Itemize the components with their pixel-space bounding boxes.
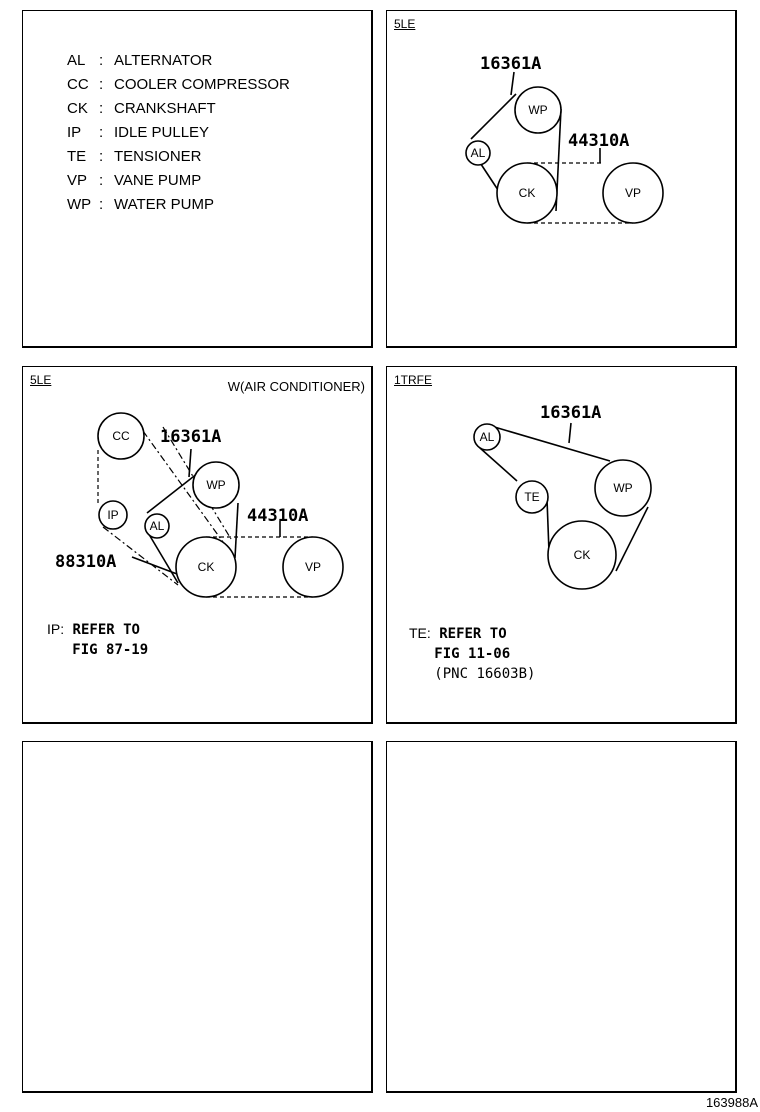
- engine-label: 5LE: [394, 17, 416, 31]
- empty-panel: [386, 741, 737, 1093]
- alternator-pulley: [144, 513, 170, 539]
- belt-segment: [490, 425, 611, 462]
- belt-routing-svg: CC WP IP AL CK VP 16361A 44310A 88310A: [55, 412, 344, 598]
- water-pump-pulley: [192, 461, 240, 509]
- pulley-label: WP: [613, 481, 632, 495]
- tensioner-pulley: [515, 480, 549, 514]
- legend-row: CC:COOLER COMPRESSOR: [67, 76, 290, 93]
- figure-id: 163988A: [705, 1095, 758, 1110]
- belt-segment: [146, 472, 199, 514]
- belt-segment: [470, 93, 517, 140]
- pulley-label: CK: [574, 548, 591, 562]
- pulley-label: CK: [519, 186, 536, 200]
- part-number: 16361A: [540, 403, 601, 423]
- pulley-label: AL: [150, 519, 165, 533]
- legend-panel: AL:ALTERNATOR CC:COOLER COMPRESSOR CK:CR…: [22, 10, 373, 348]
- part-number: 16361A: [160, 427, 221, 447]
- pulley-label: TE: [524, 490, 539, 504]
- condition-label: W(AIR CONDITIONER): [227, 379, 365, 394]
- legend-row: CK:CRANKSHAFT: [67, 100, 216, 117]
- pulley-label: WP: [206, 478, 225, 492]
- idle-pulley: [98, 500, 128, 530]
- pulley-label: AL: [480, 430, 495, 444]
- pulley-label: VP: [625, 186, 641, 200]
- belt-segment: [146, 530, 179, 584]
- water-pump-pulley: [594, 459, 652, 517]
- empty-panel: [22, 741, 373, 1093]
- part-number: 88310A: [55, 552, 116, 572]
- belt-routing-svg: AL WP TE CK 16361A: [473, 403, 652, 590]
- leader-line: [510, 71, 515, 96]
- alternator-pulley: [473, 423, 501, 451]
- legend-row: TE:TENSIONER: [67, 148, 202, 165]
- belt-diagram-5le: 5LE WP AL CK VP 16361A 44310A: [386, 10, 737, 348]
- pulley-label: CC: [112, 429, 130, 443]
- crankshaft-pulley: [547, 520, 617, 590]
- legend-row: IP:IDLE PULLEY: [67, 124, 210, 141]
- belt-segment-dashdot: [102, 526, 179, 586]
- belt-segment: [615, 506, 649, 572]
- legend: AL:ALTERNATOR CC:COOLER COMPRESSOR CK:CR…: [67, 49, 290, 217]
- leader-line: [131, 556, 178, 575]
- legend-row: AL:ALTERNATOR: [67, 52, 213, 69]
- pulley-label: IP: [107, 508, 118, 522]
- legend-row: WP:WATER PUMP: [67, 196, 214, 213]
- belt-diagram-1trfe: 1TRFE AL WP TE CK 16361A TE: REFER TO FI…: [386, 366, 737, 724]
- reference-note: IP: REFER TO FIG 87-19: [47, 621, 149, 658]
- crankshaft-pulley: [175, 536, 237, 598]
- water-pump-pulley: [514, 86, 562, 134]
- belt-diagram-5le-ac: 5LE W(AIR CONDITIONER) CC WP IP AL CK VP…: [22, 366, 373, 724]
- belt-routing-svg: WP AL CK VP 16361A 44310A: [465, 54, 664, 224]
- crankshaft-pulley: [496, 162, 558, 224]
- legend-row: VP:VANE PUMP: [67, 172, 202, 189]
- vane-pump-pulley: [282, 536, 344, 598]
- belt-segment: [479, 447, 518, 482]
- leader-line: [188, 448, 192, 478]
- part-number: 16361A: [480, 54, 541, 74]
- belt-segment: [234, 502, 239, 559]
- cooler-compressor-pulley: [97, 412, 145, 460]
- part-number: 44310A: [247, 506, 308, 526]
- pulley-label: WP: [528, 103, 547, 117]
- pulley-label: VP: [305, 560, 321, 574]
- part-number: 44310A: [568, 131, 629, 151]
- pulley-label: AL: [471, 146, 486, 160]
- engine-label: 1TRFE: [394, 373, 433, 387]
- leader-line: [568, 422, 572, 444]
- alternator-pulley: [465, 140, 491, 166]
- vane-pump-pulley: [602, 162, 664, 224]
- engine-label: 5LE: [30, 373, 52, 387]
- belt-segment: [546, 498, 550, 553]
- reference-note: TE: REFER TO FIG 11-06 (PNC 16603B): [409, 625, 536, 682]
- pulley-label: CK: [198, 560, 215, 574]
